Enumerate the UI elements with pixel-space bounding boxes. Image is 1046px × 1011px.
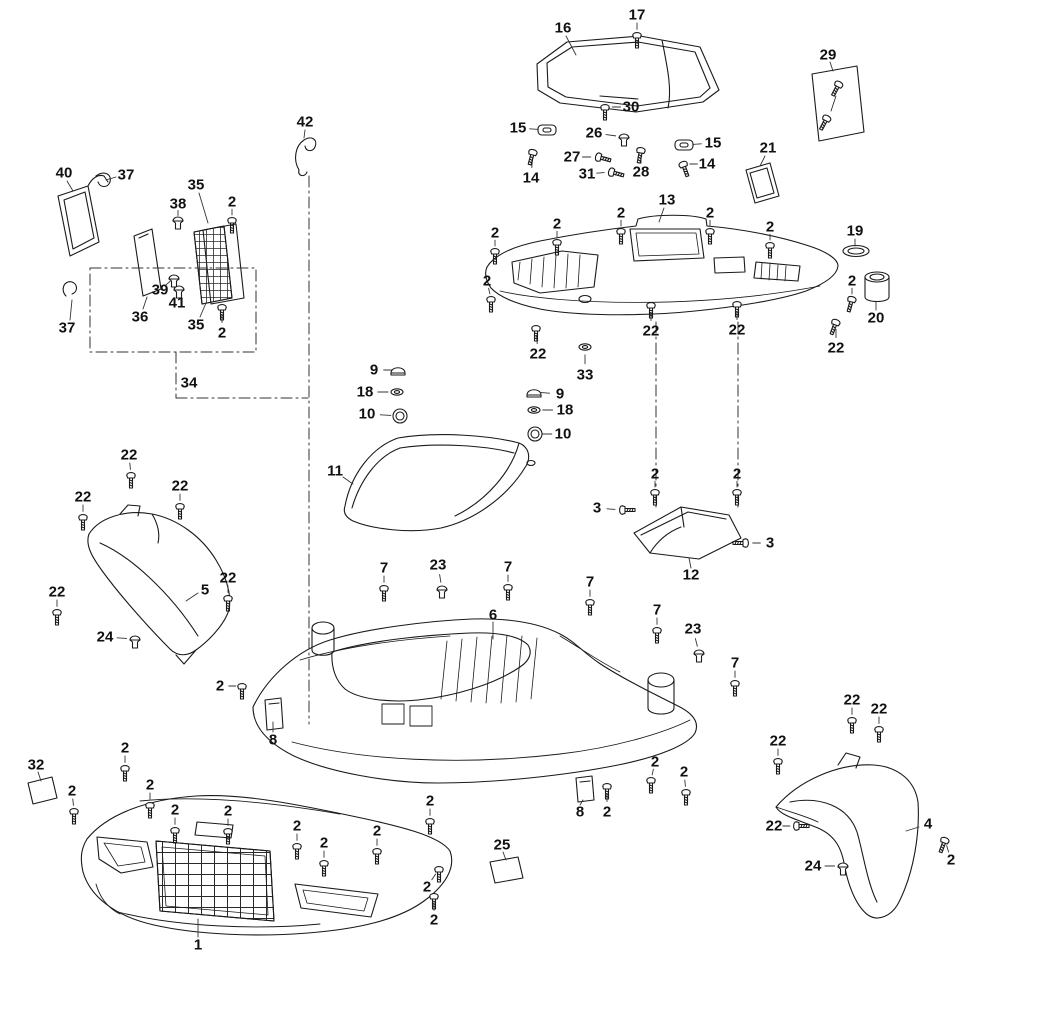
screw-icon: [607, 166, 626, 180]
screw-icon: [69, 808, 79, 825]
screw-icon: [486, 296, 496, 313]
leader-tick: [651, 768, 654, 776]
leader-tick: [684, 779, 686, 787]
screw-icon: [52, 609, 62, 626]
washer-icon: [527, 406, 541, 414]
part-37-bracket-bottom: [62, 281, 78, 297]
part-36-plate: [133, 228, 162, 297]
leader-tick: [946, 845, 950, 853]
screw-icon: [594, 151, 613, 165]
leader-tick: [691, 143, 702, 145]
screw-icon: [585, 599, 595, 616]
screw-icon: [78, 514, 88, 531]
bracket-icon: [674, 139, 694, 151]
part-8-bracket-left: [264, 697, 284, 731]
part-42-hook: [295, 137, 317, 177]
washer-icon: [578, 343, 592, 351]
part-12-rear-panel: [633, 506, 742, 560]
leader-tick: [540, 392, 551, 394]
part-35-screen: [193, 223, 245, 305]
part-16-visor-panel: [536, 35, 720, 113]
part-32-pad: [27, 776, 58, 805]
leader-tick: [529, 128, 540, 130]
leader-tick: [596, 172, 605, 174]
leader-lines: [37, 35, 920, 938]
screw-icon: [217, 304, 227, 321]
screw-icon: [379, 585, 389, 602]
screw-icon: [646, 777, 656, 794]
construction-lines: [89, 175, 739, 725]
glyph-leader-ticks: [56, 22, 950, 911]
screw-icon: [847, 717, 857, 734]
part-40-mirror: [57, 174, 109, 257]
screw-icon: [681, 789, 691, 806]
clip-icon: [168, 274, 180, 288]
screw-icon: [425, 818, 435, 835]
screw-icon: [874, 726, 884, 743]
clip-icon: [618, 133, 630, 147]
screw-icon: [525, 148, 539, 167]
part-21-side-panel: [745, 162, 780, 204]
screw-icon: [677, 159, 692, 179]
leader-tick: [694, 638, 698, 647]
screw-icon: [827, 317, 842, 337]
screw-icon: [600, 104, 610, 121]
screw-icon: [120, 765, 130, 782]
screw-icon: [429, 893, 439, 910]
screw-icon: [650, 489, 660, 506]
part-29-hardware-kit: [811, 65, 865, 142]
screw-icon: [126, 472, 136, 489]
screw-icon: [844, 295, 858, 314]
leader-tick: [605, 134, 617, 137]
cap-icon: [526, 389, 542, 398]
clip-icon: [173, 285, 185, 299]
screw-icon: [237, 683, 247, 700]
part-8-bracket-right: [575, 775, 595, 803]
screw-icon: [652, 627, 662, 644]
leader-tick: [488, 287, 491, 295]
washer-icon: [390, 388, 404, 396]
clip-icon: [129, 635, 141, 649]
screw-icon: [773, 758, 783, 775]
screw-icon: [531, 325, 541, 342]
screw-icon: [732, 489, 742, 506]
part-25-pad: [489, 856, 524, 884]
leader-tick: [439, 574, 442, 583]
knob-icon: [527, 426, 543, 442]
part-20-cup: [864, 271, 890, 303]
part-13-dashboard-panel: [485, 214, 839, 316]
part-11-hood: [343, 434, 536, 532]
cap-icon: [390, 367, 406, 376]
knob-icon: [392, 408, 408, 424]
clip-icon: [436, 585, 448, 599]
clip-icon: [693, 649, 705, 663]
leader-tick: [379, 414, 392, 416]
screw-icon: [732, 301, 742, 318]
screw-icon: [619, 505, 636, 515]
screw-icon: [602, 783, 612, 800]
part-37-bracket-top: [95, 172, 111, 188]
leader-tick: [72, 798, 74, 806]
bracket-icon: [537, 124, 557, 136]
leader-tick: [116, 637, 128, 639]
leader-tick: [606, 508, 616, 510]
leader-tick: [431, 873, 437, 881]
screw-icon: [503, 584, 513, 601]
screw-icon: [175, 503, 185, 520]
clip-icon: [172, 216, 184, 230]
part-5-left-fender: [87, 504, 231, 665]
part-6-main-body: [252, 618, 698, 784]
leader-tick: [165, 280, 171, 286]
screw-icon: [730, 680, 740, 697]
part-1-front-fascia: [80, 795, 453, 936]
screw-icon: [936, 835, 951, 855]
leader-tick: [129, 462, 131, 470]
screw-icon: [634, 146, 647, 165]
part-4-right-fender: [775, 752, 919, 919]
part-19-ring: [842, 244, 870, 258]
